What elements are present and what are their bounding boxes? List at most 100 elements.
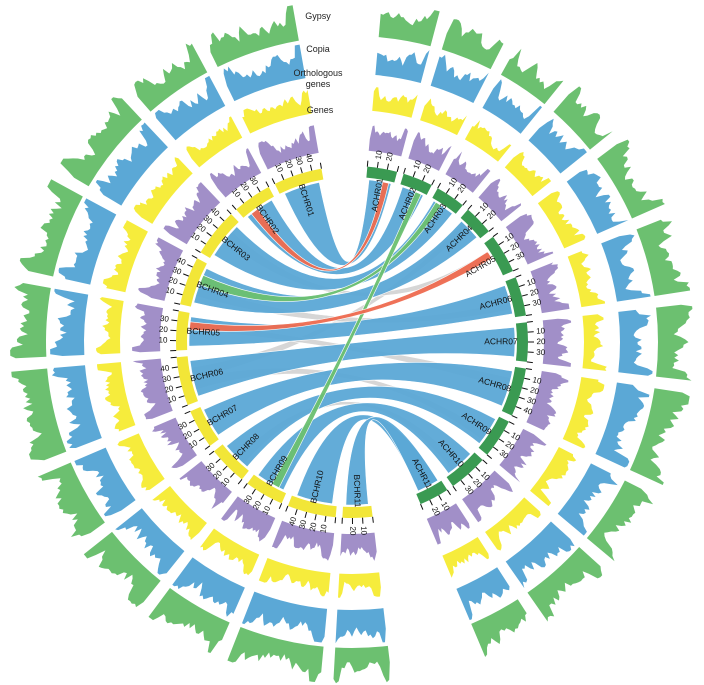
tick-mark — [403, 167, 406, 174]
ideogram-achr07 — [515, 322, 529, 362]
ideogram-bchr06 — [176, 356, 198, 406]
tick-label: 10 — [532, 375, 543, 386]
tick-label: 20 — [537, 337, 546, 346]
ideogram-bchr05 — [176, 310, 190, 351]
ideogram-bchr01 — [274, 168, 324, 194]
tick-label: 30 — [526, 395, 538, 407]
ideogram-bchr03 — [200, 214, 239, 259]
tick-label: 30 — [536, 348, 546, 358]
density-copia-bchr04 — [58, 198, 117, 285]
tick-mark — [187, 264, 193, 268]
tick-mark — [222, 465, 228, 471]
tick-mark — [511, 415, 518, 419]
tick-mark — [488, 227, 494, 232]
ideogram-bchr09 — [247, 474, 287, 504]
tick-mark — [314, 514, 317, 521]
tick-mark — [171, 366, 178, 369]
tick-mark — [181, 404, 188, 408]
density-genes-bchr06 — [132, 358, 173, 420]
tick-mark — [438, 494, 443, 501]
density-orthologous-bchr02 — [186, 116, 243, 168]
tick-label: 30 — [161, 374, 172, 385]
ideogram-achr06 — [505, 277, 526, 318]
tick-mark — [446, 489, 451, 496]
density-genes-achr06 — [530, 262, 570, 314]
track-label-orthologous: Orthologous — [293, 68, 343, 78]
ideogram-bchr08 — [213, 444, 249, 480]
tick-mark — [309, 164, 313, 171]
density-gypsy-bchr08 — [83, 531, 161, 608]
density-tracks — [10, 5, 693, 684]
tick-mark — [420, 503, 424, 510]
tick-label: 40 — [304, 153, 315, 164]
tick-label: 20 — [422, 162, 434, 174]
tick-mark — [474, 211, 480, 217]
density-orthologous-achr06 — [567, 251, 606, 308]
track-label-genes: Genes — [307, 105, 334, 115]
tick-mark — [452, 485, 457, 492]
density-orthologous-bchr08 — [152, 485, 207, 540]
tick-mark — [503, 429, 510, 434]
tick-mark — [184, 410, 191, 415]
density-gypsy-bchr01 — [209, 5, 299, 68]
density-gypsy-bchr06 — [11, 368, 67, 461]
density-genes-achr11 — [426, 503, 470, 545]
density-gypsy-bchr03 — [60, 97, 142, 187]
ideogram-bchr04 — [180, 258, 207, 307]
ideogram-bchr07 — [190, 407, 219, 446]
density-copia-achr09 — [557, 463, 618, 536]
tick-mark — [445, 188, 450, 194]
density-genes-achr09 — [499, 428, 547, 483]
tick-label: 20 — [168, 275, 180, 287]
tick-mark — [300, 167, 303, 174]
link-achr09-bchr08 — [226, 386, 497, 468]
tick-mark — [231, 204, 237, 210]
chromosome-ideograms — [176, 166, 529, 518]
density-orthologous-bchr03 — [133, 157, 193, 224]
density-gypsy-bchr11 — [333, 645, 390, 684]
tick-mark — [525, 314, 533, 317]
tick-mark — [183, 273, 189, 277]
density-copia-achr11 — [456, 567, 510, 621]
tick-mark — [526, 321, 533, 323]
tick-label: 10 — [536, 326, 546, 336]
tick-mark — [498, 438, 505, 443]
tick-mark — [524, 377, 531, 381]
synteny-links — [188, 179, 516, 506]
tick-label: 10 — [359, 526, 369, 536]
tick-mark — [454, 193, 459, 200]
tick-mark — [200, 240, 207, 245]
density-gypsy-achr10 — [527, 547, 603, 622]
density-gypsy-bchr10 — [227, 626, 324, 682]
tick-mark — [460, 479, 466, 486]
tick-mark — [191, 254, 198, 259]
tick-mark — [219, 216, 225, 222]
density-orthologous-bchr06 — [97, 362, 136, 432]
tick-mark — [204, 445, 211, 450]
density-orthologous-achr03 — [464, 120, 512, 162]
link-achr02-bchr09 — [271, 191, 422, 489]
density-genes-achr02 — [408, 132, 452, 171]
tick-label: 40 — [160, 363, 171, 373]
density-genes-bchr08 — [179, 461, 232, 509]
tick-mark — [178, 395, 185, 399]
density-orthologous-achr11 — [442, 537, 489, 578]
link-achr01-bchr02 — [250, 181, 390, 272]
density-genes-bchr03 — [163, 182, 221, 245]
tick-mark — [171, 319, 178, 322]
tick-mark — [524, 304, 531, 307]
density-genes-achr07 — [542, 318, 572, 367]
tick-label: 20 — [159, 325, 169, 335]
density-copia-bchr11 — [335, 608, 386, 644]
tick-mark — [515, 274, 522, 278]
tick-mark — [243, 483, 248, 489]
density-orthologous-achr09 — [530, 447, 577, 507]
density-copia-achr05 — [566, 169, 629, 234]
density-genes-bchr09 — [221, 496, 276, 542]
tick-label: 30 — [532, 297, 543, 308]
density-genes-bchr05 — [132, 303, 164, 353]
link-achr03-bchr03 — [213, 200, 453, 291]
density-copia-bchr09 — [172, 557, 245, 617]
tick-mark — [269, 498, 274, 505]
